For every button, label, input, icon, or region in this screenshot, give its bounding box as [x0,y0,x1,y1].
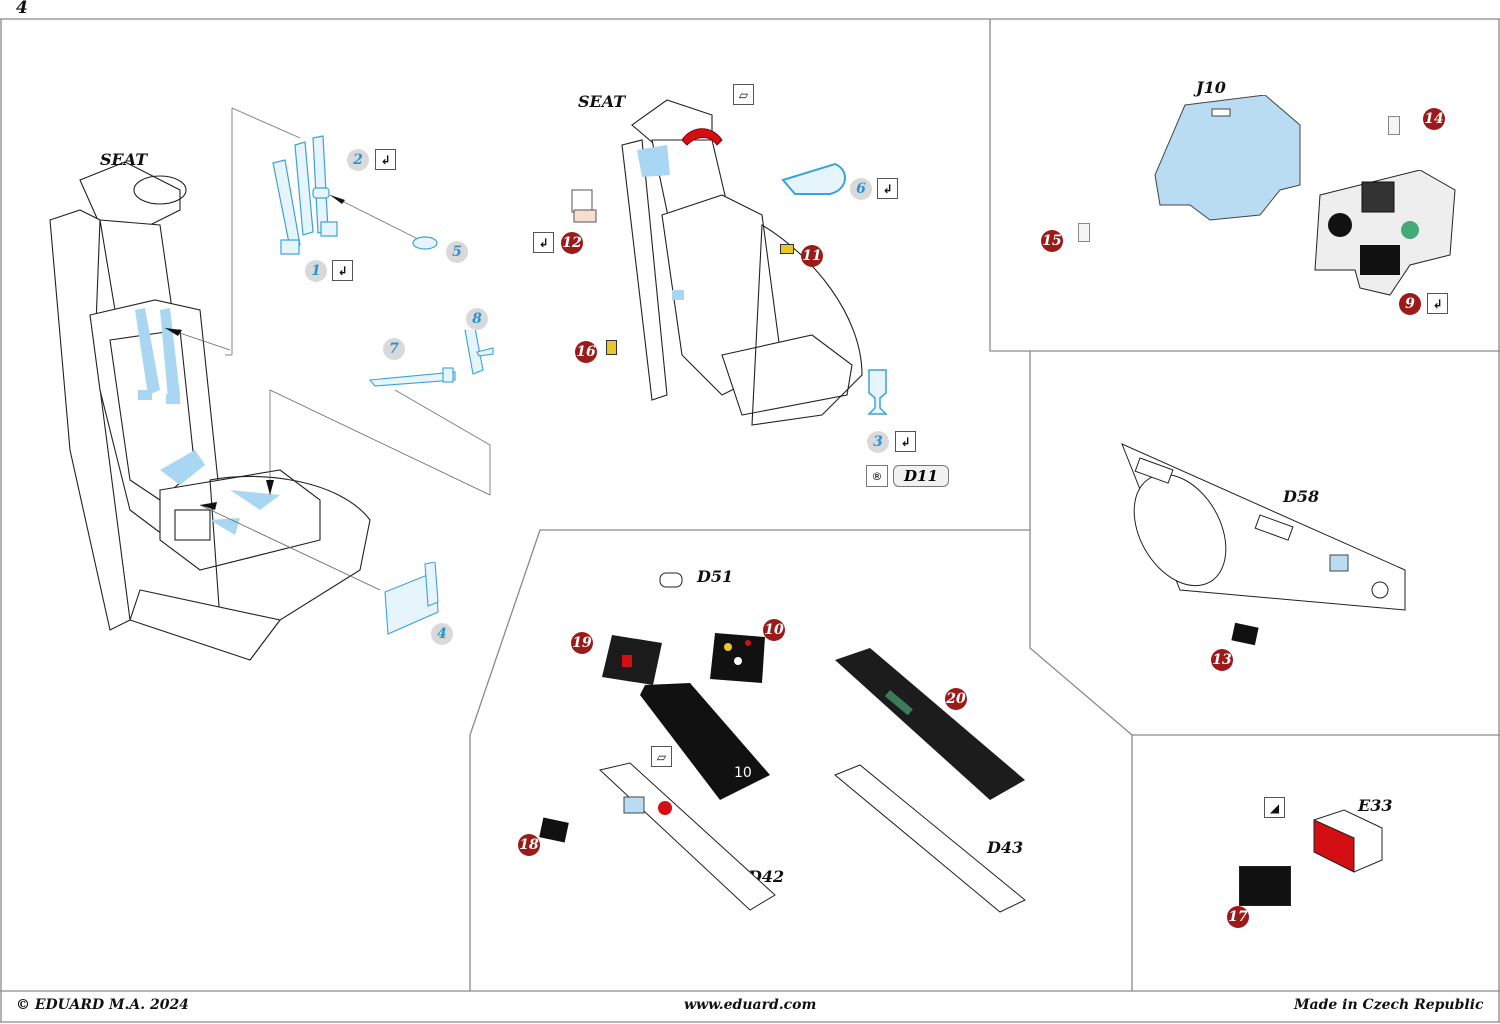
seat-right-drawing [621,99,863,426]
part-11-decal [780,244,794,254]
part-badge-6: 6 [850,178,872,200]
part-badge-5: 5 [446,241,468,263]
seat-left-drawing [49,161,491,661]
part-badge-4: 4 [431,623,453,645]
part-6-drawing [781,162,846,195]
e33-box-drawing [1313,809,1383,873]
part-badge-1: 1 [305,260,327,282]
part-badge-13: 13 [1211,649,1233,671]
d51-label: D51 [697,567,734,586]
remove-part-icon: ▱ [733,84,754,105]
lap-strap-drawing [368,330,494,387]
part-badge-14: 14 [1423,108,1445,130]
seat-left-title: SEAT [100,150,148,169]
plastic-part-icon: ® [866,465,888,487]
website-link[interactable]: www.eduard.com [684,997,817,1013]
part-badge-7: 7 [383,338,405,360]
part-badge-9: 9 [1399,293,1421,315]
part-badge-19: 19 [571,632,593,654]
center-divider [1029,351,1500,736]
console-left-drawing: 10 [598,572,776,911]
part-3-drawing [867,369,888,415]
part-4-drawing [384,562,439,635]
part-12-drawing [571,189,597,223]
j10-title: J10 [1196,78,1226,97]
d58-sidewall-drawing [1121,443,1406,611]
part-17-decal [1239,866,1291,906]
part-badge-17: 17 [1227,906,1249,928]
part-16-decal [606,340,617,355]
part-badge-20: 20 [945,688,967,710]
seat-right-title: SEAT [578,92,626,111]
part-15-decal [1078,223,1090,242]
d43-label: D43 [987,838,1024,857]
part-badge-2: 2 [347,149,369,171]
plastic-part-icon: ◢ [1264,797,1285,818]
bend-icon: ↲ [375,149,396,170]
part-badge-15: 15 [1041,230,1063,252]
console-panel-divider [469,529,1030,991]
part-badge-16: 16 [575,341,597,363]
replace-part-label: D11 [893,465,949,487]
bend-icon: ↲ [332,260,353,281]
copyright: © EDUARD M.A. 2024 [16,997,189,1013]
made-in: Made in Czech Republic [1294,997,1484,1013]
page-number: 4 [16,0,28,18]
part-badge-3: 3 [867,431,889,453]
remove-part-icon: ▱ [651,746,672,767]
e33-title: E33 [1358,796,1393,815]
bend-icon: ↲ [533,232,554,253]
console-panel-number: 10 [734,765,752,781]
console-right-drawing [834,648,1026,913]
bend-icon: ↲ [877,178,898,199]
part-badge-11: 11 [801,245,823,267]
bend-icon: ↲ [895,431,916,452]
bend-icon: ↲ [1427,293,1448,314]
harness-parts-drawing [225,107,491,495]
instrument-panel-9-drawing [1314,170,1456,296]
part-badge-12: 12 [561,232,583,254]
part-badge-10: 10 [763,619,785,641]
d58-title: D58 [1283,487,1320,506]
part-badge-8: 8 [466,308,488,330]
j10-coaming-drawing [1154,95,1301,221]
part-14-decal [1388,116,1400,135]
part-badge-18: 18 [518,834,540,856]
j10-panel-divider [989,19,1500,352]
